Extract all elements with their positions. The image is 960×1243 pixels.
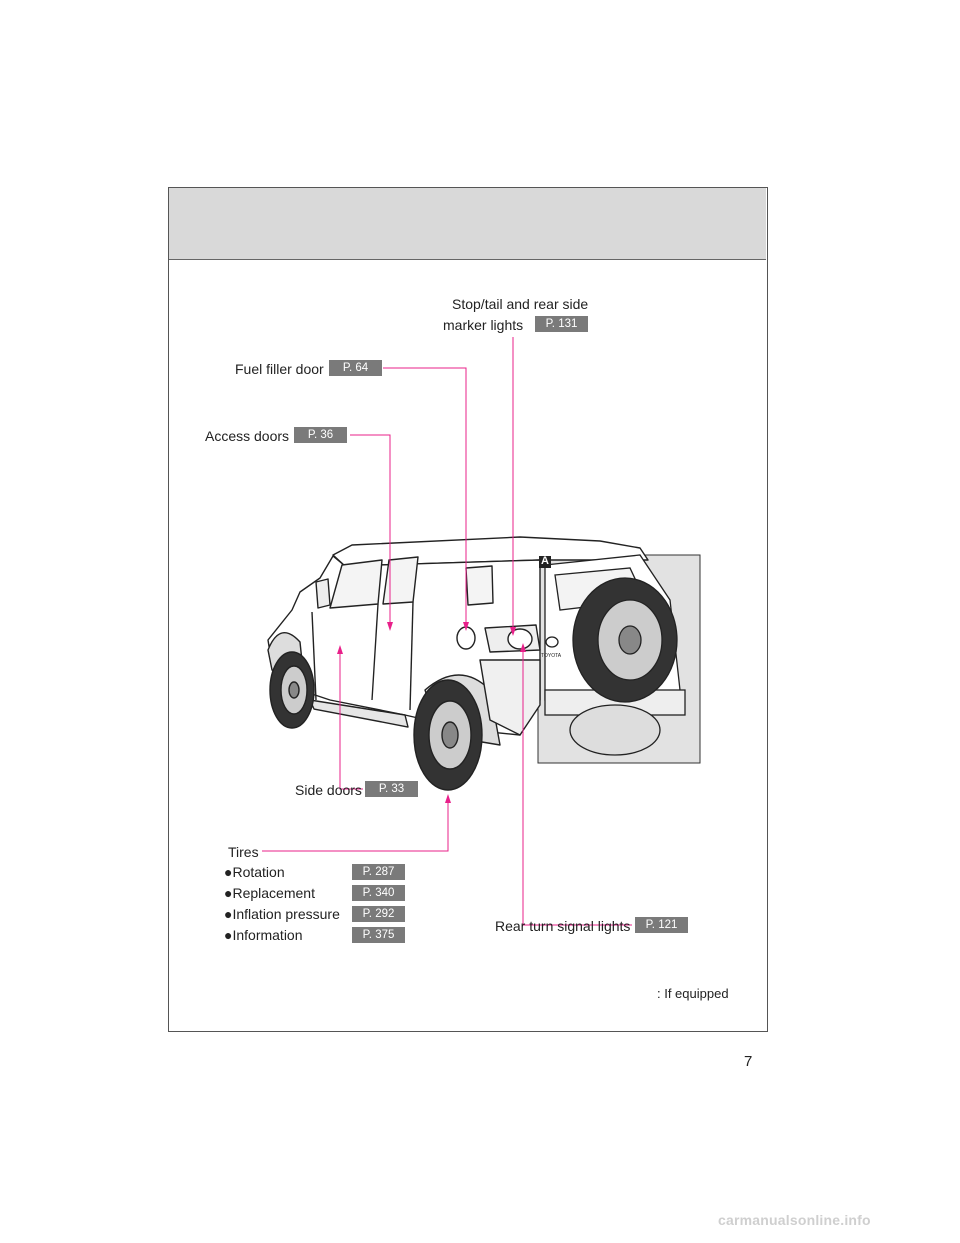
leader-rear-turn xyxy=(522,648,632,926)
access-doors-page-ref[interactable]: P. 36 xyxy=(294,427,347,443)
bullet-icon: ● xyxy=(224,864,233,880)
tires-item-rotation: ●Rotation xyxy=(224,864,285,880)
bottom-rule xyxy=(168,1031,767,1032)
fuel-filler-label: Fuel filler door xyxy=(235,361,324,377)
tires-item-label: Information xyxy=(232,927,303,943)
page-number: 7 xyxy=(744,1053,753,1070)
stop-tail-label-line2: marker lights xyxy=(443,317,524,333)
inset-marker-box xyxy=(539,556,551,568)
tires-item-replacement: ●Replacement xyxy=(224,885,315,901)
rear-view xyxy=(544,554,686,756)
rear-turn-label: Rear turn signal lights xyxy=(495,918,631,934)
side-doors-page-ref[interactable]: P. 33 xyxy=(365,781,418,797)
leader-side-doors xyxy=(339,650,363,790)
if-equipped-note: : If equipped xyxy=(657,986,729,1001)
rear-wheel xyxy=(413,679,483,791)
tires-information-page-ref[interactable]: P. 375 xyxy=(352,927,405,943)
stop-tail-page-ref[interactable]: P. 131 xyxy=(535,316,588,332)
tires-replacement-page-ref[interactable]: P. 340 xyxy=(352,885,405,901)
tires-item-label: Inflation pressure xyxy=(232,906,340,922)
bullet-icon: ● xyxy=(224,927,233,943)
tires-item-label: Rotation xyxy=(232,864,285,880)
tires-rotation-page-ref[interactable]: P. 287 xyxy=(352,864,405,880)
tires-item-inflation: ●Inflation pressure xyxy=(224,906,340,922)
vehicle-body xyxy=(267,536,649,746)
tires-item-label: Replacement xyxy=(232,885,315,901)
bullet-icon: ● xyxy=(224,906,233,922)
front-wheel xyxy=(269,651,315,729)
stop-tail-label-line1: Stop/tail and rear side xyxy=(452,296,589,312)
leader-tires xyxy=(262,800,449,852)
watermark: carmanualsonline.info xyxy=(718,1212,871,1228)
header-band xyxy=(169,188,766,260)
access-doors-label: Access doors xyxy=(205,428,290,444)
side-doors-label: Side doors xyxy=(295,782,362,798)
rear-turn-page-ref[interactable]: P. 121 xyxy=(635,917,688,933)
tires-item-information: ●Information xyxy=(224,927,303,943)
leader-fuel xyxy=(383,367,467,625)
arrowheads xyxy=(337,622,526,803)
leader-lines xyxy=(262,337,632,926)
inset-marker-label: A xyxy=(541,555,549,567)
tires-inflation-page-ref[interactable]: P. 292 xyxy=(352,906,405,922)
bullet-icon: ● xyxy=(224,885,233,901)
fuel-filler-page-ref[interactable]: P. 64 xyxy=(329,360,382,376)
vehicle-badge: TOYOTA xyxy=(541,653,562,659)
tires-label: Tires xyxy=(228,844,259,860)
page-frame xyxy=(168,187,768,1032)
leader-access xyxy=(350,434,391,625)
